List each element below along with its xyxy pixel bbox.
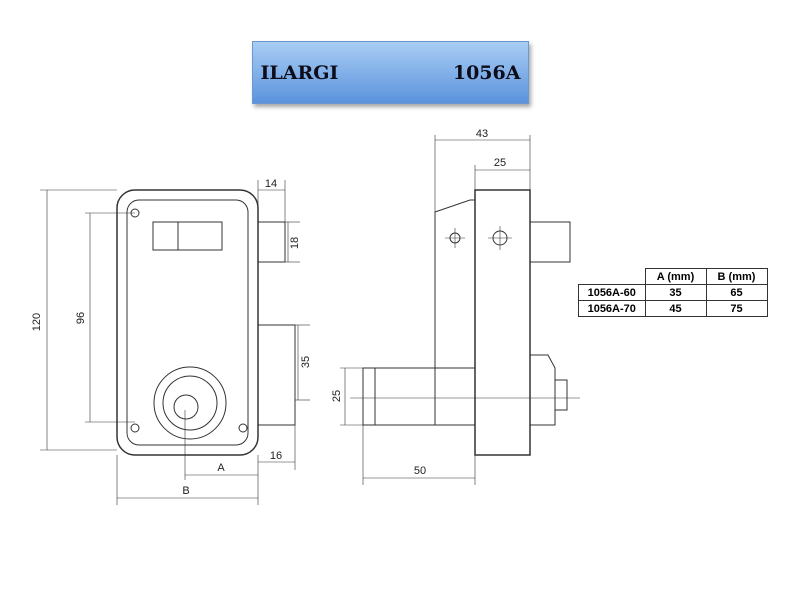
dim-35: 35 [300,356,312,368]
b-cell: 65 [705,284,768,301]
header-a: A (mm) [644,268,707,285]
dimensions-table: A (mm) B (mm) 1056A-60 35 65 1056A-70 45… [578,268,768,317]
a-cell: 45 [644,300,707,317]
dim-25-top: 25 [494,157,506,169]
dim-b: B [182,485,189,497]
title-banner: ILARGI 1056A [252,41,529,104]
table-row: 1056A-70 45 75 [578,300,768,317]
dim-18: 18 [289,237,301,249]
side-view [340,135,580,485]
main-bolt [257,324,296,426]
front-view [40,180,310,505]
title-text: ILARGI 1056A [260,61,521,84]
dim-14: 14 [265,178,277,190]
dim-25-left: 25 [331,390,343,402]
keyhole [173,394,199,420]
dim-43: 43 [476,128,488,140]
dim-96: 96 [75,312,87,324]
table-header-row: A (mm) B (mm) [579,268,768,285]
dim-120: 120 [31,313,43,331]
dim-16: 16 [270,450,282,462]
header-b: B (mm) [705,268,768,285]
top-bolt [257,221,286,263]
table-row: 1056A-60 35 65 [578,284,768,301]
model-cell: 1056A-60 [578,284,646,301]
dim-a: A [217,462,225,474]
dim-50: 50 [414,465,426,477]
b-cell: 75 [705,300,768,317]
model-cell: 1056A-70 [578,300,646,317]
a-cell: 35 [644,284,707,301]
cylinder-outer [153,366,227,440]
